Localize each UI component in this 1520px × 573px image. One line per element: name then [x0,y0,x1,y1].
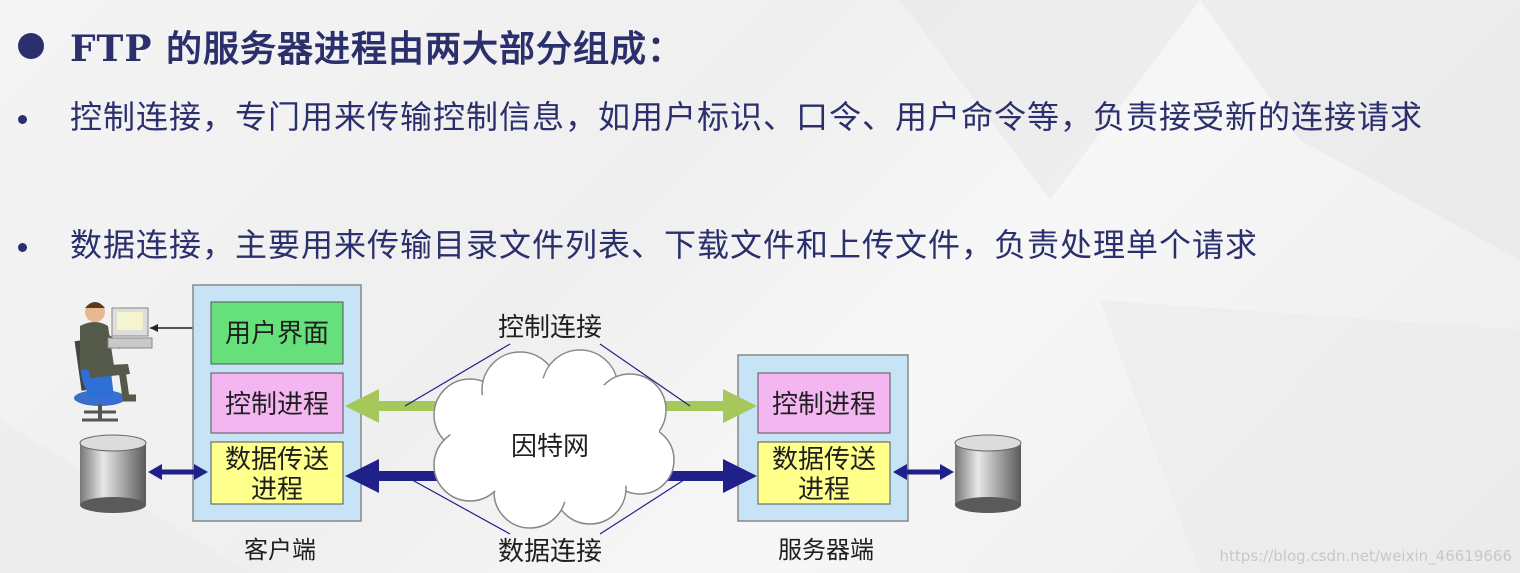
bullet-icon [18,243,27,252]
internet-label: 因特网 [511,432,589,462]
server-caption: 服务器端 [778,536,874,564]
server-local-data-arrow [893,464,954,480]
data-connection-label: 数据连接 [498,537,602,567]
client-local-data-arrow [148,464,208,480]
client-data-process-label-2: 进程 [251,475,303,505]
server-control-process-box [757,372,891,434]
list-item-text: 控制连接，专门用来传输控制信息，如用户标识、口令、用户命令等，负责接受新的连接请… [70,98,1424,136]
label-pointer-lines [404,343,691,535]
server-data-process-label-2: 进程 [798,475,850,505]
list-item: 数据连接，主要用来传输目录文件列表、下载文件和上传文件，负责处理单个请求 [18,213,1520,277]
server-control-process-label: 控制进程 [772,390,876,420]
user-interface-box [210,301,344,365]
control-connection-label: 控制连接 [498,313,602,343]
client-caption: 客户端 [244,536,316,564]
client-data-process-label-1: 数据传送 [225,445,329,475]
list-item: 控制连接，专门用来传输控制信息，如用户标识、口令、用户命令等，负责接受新的连接请… [18,85,1520,149]
client-database-icon [79,434,147,513]
server-data-process-box [757,441,891,505]
server-data-process-label-1: 数据传送 [772,445,876,475]
internet-cloud-icon [433,349,675,529]
bullet-icon [18,115,27,124]
server-database-icon [954,434,1022,513]
list-item-text: 数据连接，主要用来传输目录文件列表、下载文件和上传文件，负责处理单个请求 [70,226,1259,264]
watermark: https://blog.csdn.net/weixin_46619666 [1219,547,1512,565]
ftp-diagram: 用户界面 控制进程 数据传送 进程 客户端 控制进程 数据传送 进程 服务器端 [74,284,1022,567]
client-control-process-label: 控制进程 [225,390,329,420]
heading-bullet-icon [18,33,44,59]
section-heading: FTP 的服务器进程由两大部分组成： [18,22,684,70]
client-control-process-box [210,372,344,434]
user-computer-icon [74,302,210,422]
client-data-process-box [210,441,344,505]
heading-text: 的服务器进程由两大部分组成： [152,28,684,70]
heading-prefix: FTP [70,28,153,70]
user-interface-label: 用户界面 [225,319,329,349]
